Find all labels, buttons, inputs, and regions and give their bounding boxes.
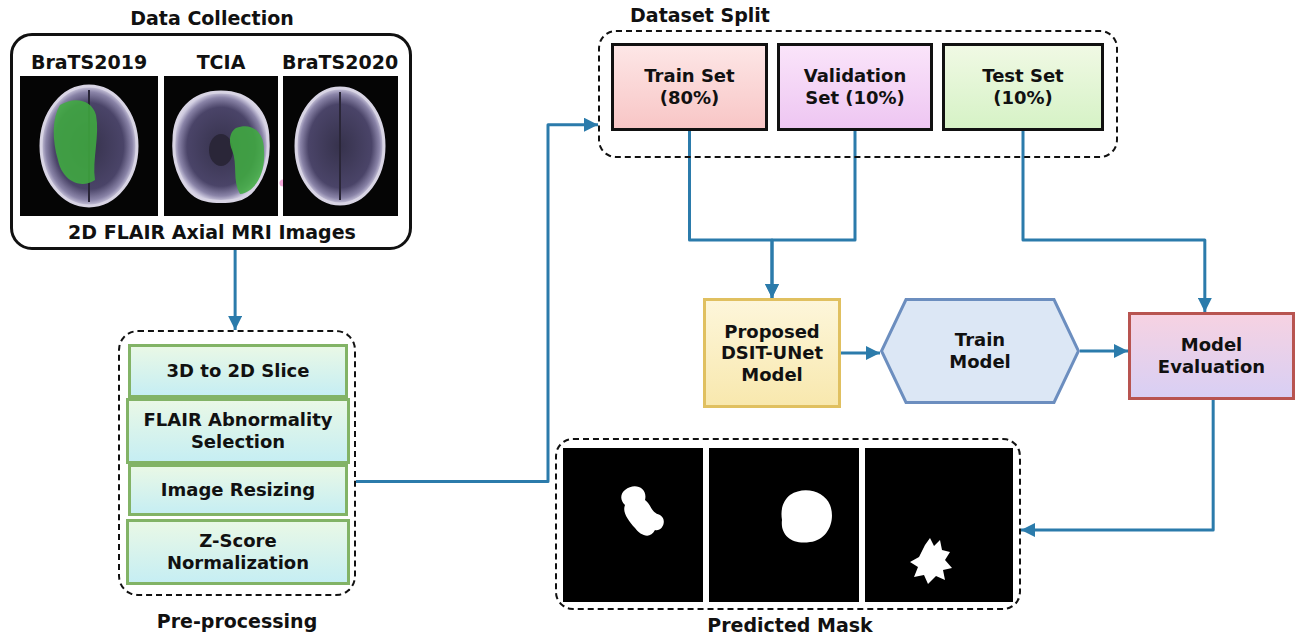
- output-group: Predicted Mask: [555, 438, 1021, 610]
- flow-arrow: [1021, 400, 1213, 530]
- flow-arrow: [1080, 350, 1128, 353]
- flow-arrow: [841, 352, 880, 355]
- model-box: Proposed DSIT-UNet Model: [703, 298, 841, 408]
- process-box: Image Resizing: [128, 464, 348, 516]
- box-label: FLAIR Abnormality Selection: [135, 409, 341, 452]
- box-label: 3D to 2D Slice: [167, 360, 310, 382]
- group-heading: 2D FLAIR Axial MRI Images: [68, 221, 356, 244]
- process-box: 3D to 2D Slice: [128, 344, 348, 398]
- mask-image: [563, 448, 703, 602]
- image-label: TCIA: [197, 51, 246, 74]
- group-heading: Dataset Split: [630, 4, 770, 27]
- box-label: Z-Score Normalization: [135, 530, 341, 573]
- image-label: BraTS2020: [282, 51, 398, 74]
- box-label: Model Evaluation: [1137, 334, 1286, 377]
- box-label: Validation Set (10%): [793, 65, 918, 108]
- box-label: Train Set (80%): [627, 65, 752, 108]
- dataset-box: Validation Set (10%): [777, 43, 933, 131]
- flow-arrow: [1023, 131, 1205, 312]
- mri-image: [283, 76, 398, 216]
- box-label: Test Set (10%): [961, 65, 1086, 108]
- group-heading: Pre-processing: [157, 610, 318, 633]
- image-label: BraTS2019: [31, 51, 147, 74]
- box-label: Image Resizing: [161, 479, 315, 501]
- process-box: FLAIR Abnormality Selection: [126, 398, 350, 463]
- step-group: Pre-processing3D to 2D SliceFLAIR Abnorm…: [118, 330, 356, 596]
- dataset-box: Test Set (10%): [942, 43, 1104, 131]
- split-group: Dataset SplitTrain Set (80%)Validation S…: [598, 30, 1118, 158]
- mri-image: [164, 76, 287, 216]
- process-box: Z-Score Normalization: [126, 519, 350, 585]
- dataset-box: Train Set (80%): [611, 43, 768, 131]
- process-hexagon: Train Model: [880, 298, 1080, 404]
- box-label: Train Model: [925, 329, 1035, 372]
- mask-image: [865, 448, 1013, 602]
- mri-image: [20, 76, 158, 216]
- evaluation-box: Model Evaluation: [1128, 312, 1295, 400]
- group-heading: Predicted Mask: [707, 614, 872, 637]
- box-label: Proposed DSIT-UNet Model: [712, 321, 832, 386]
- mask-image: [709, 448, 859, 602]
- flow-arrow: [356, 125, 598, 482]
- group-heading: Data Collection: [130, 7, 293, 30]
- flow-arrow: [234, 250, 237, 330]
